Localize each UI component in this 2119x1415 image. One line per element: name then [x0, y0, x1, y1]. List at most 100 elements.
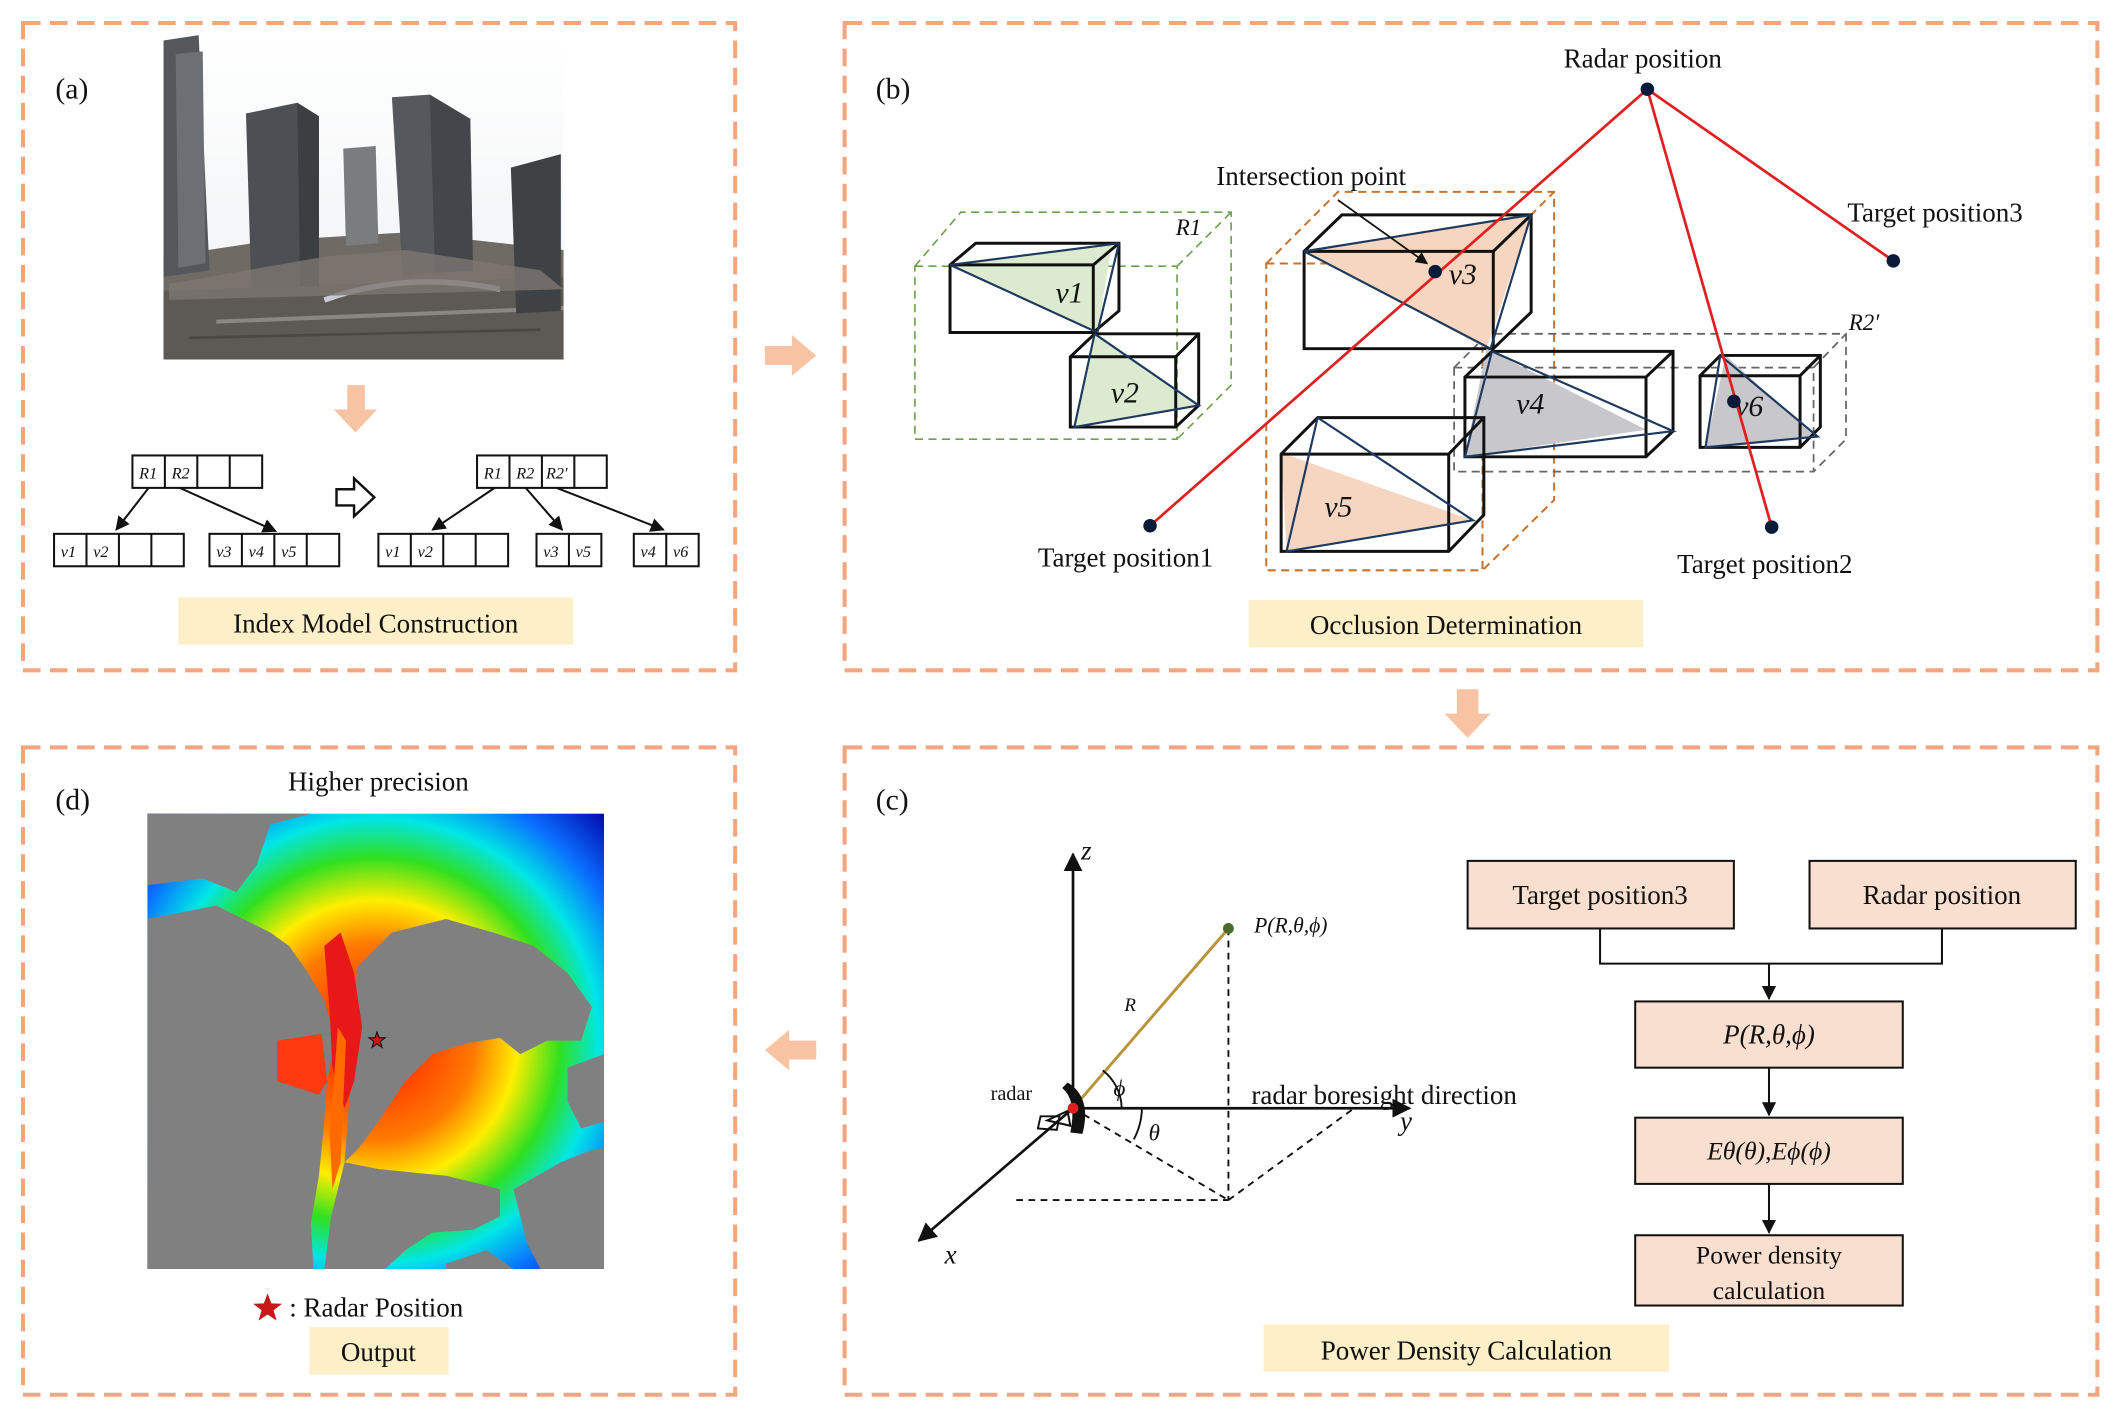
arrow-b-to-c — [1444, 689, 1491, 738]
label-v4: v4 — [1516, 389, 1544, 421]
phi-arc — [1102, 1069, 1123, 1109]
label-v2: v2 — [1111, 378, 1139, 410]
coverage-heatmap — [147, 813, 605, 1270]
index-tree-right: R1 R2 R2′ v1 v2 v3 v5 v4 v6 — [377, 454, 700, 568]
tree-right-root-r2prime: R2′ — [545, 464, 568, 482]
boresight-label: radar boresight direction — [1251, 1080, 1517, 1110]
caption-c-bg — [1263, 1324, 1669, 1372]
tree-left-leaf-v1: v1 — [61, 543, 76, 561]
flow-box-point-label: P(R,θ,ϕ) — [1722, 1019, 1815, 1049]
volume-v2 — [1068, 332, 1202, 429]
radar-antenna-icon — [1036, 1082, 1086, 1134]
ray-to-target3 — [1646, 88, 1895, 262]
output-title: Higher precision — [288, 767, 469, 797]
phi-label: ϕ — [1114, 1076, 1126, 1101]
flow-box-point — [1634, 1000, 1904, 1069]
region-r1-box — [914, 211, 1232, 441]
tree-left-leaf-v3: v3 — [216, 543, 231, 561]
coordinate-axes — [917, 852, 1412, 1242]
projection-lines — [1016, 928, 1355, 1202]
tree-left-root-r2: R2 — [171, 464, 190, 482]
intersection-point-label: Intersection point — [1216, 161, 1406, 191]
tree-left-leaf-v2: v2 — [93, 543, 108, 561]
flow-box-target3-label: Target position3 — [1512, 880, 1687, 910]
city-photo — [163, 35, 564, 360]
label-v6: v6 — [1735, 391, 1763, 423]
intersection-pointer — [1337, 199, 1429, 265]
caption-c: Power Density Calculation — [1321, 1336, 1613, 1366]
legend-radar-position: : Radar Position — [289, 1292, 464, 1322]
theta-arc — [1132, 1108, 1143, 1140]
label-v3: v3 — [1449, 259, 1477, 291]
radius-line — [1071, 927, 1230, 1110]
intersection-point-v6 — [1727, 394, 1741, 409]
volume-v1 — [948, 241, 1121, 334]
caption-a-bg — [178, 597, 573, 645]
tree-right-leaf-v6: v6 — [673, 543, 689, 561]
radar-star-marker — [367, 1030, 387, 1049]
target2-point — [1764, 520, 1779, 534]
region-r1-label: R1 — [1175, 215, 1202, 240]
flow-box-pattern — [1634, 1116, 1904, 1185]
panel-d-letter: (d) — [55, 785, 90, 817]
region-r2prime-label: R2′ — [1848, 310, 1881, 335]
flow-box-radar — [1808, 859, 2077, 930]
arrow-c-to-d — [764, 1029, 817, 1071]
tree-left-leaf-v5: v5 — [281, 543, 296, 561]
tree-right-root-r2: R2 — [515, 464, 534, 482]
tree-right-leaf-v2: v2 — [418, 543, 433, 561]
caption-b: Occlusion Determination — [1310, 610, 1583, 640]
tree-right-root-r1: R1 — [483, 464, 502, 482]
axis-x-label: x — [944, 1240, 957, 1270]
flow-box-power — [1634, 1234, 1904, 1307]
tree-left-leaf-v4: v4 — [249, 543, 264, 561]
flow-box-radar-label: Radar position — [1863, 880, 2022, 910]
flow-box-power-line2: calculation — [1713, 1276, 1826, 1305]
panel-b-letter: (b) — [876, 74, 911, 106]
caption-b-bg — [1248, 600, 1644, 648]
volume-v3 — [1302, 213, 1533, 351]
panel-a-border — [20, 20, 738, 673]
flow-box-power-line1: Power density — [1696, 1241, 1842, 1270]
caption-d-bg — [309, 1327, 449, 1375]
target3-point — [1886, 254, 1901, 268]
target1-point — [1143, 518, 1157, 533]
rays — [1149, 88, 1895, 528]
tree-left-root-r1: R1 — [138, 464, 157, 482]
photo-to-tree-arrow — [333, 385, 378, 433]
target1-label: Target position1 — [1038, 542, 1213, 572]
radius-label: R — [1123, 995, 1136, 1016]
tree-transform-arrow — [335, 475, 377, 520]
tree-right-leaf-v4: v4 — [641, 543, 656, 561]
target2-label: Target position2 — [1677, 549, 1852, 579]
volume-v6 — [1698, 353, 1822, 449]
tree-right-leaf-v3: v3 — [543, 543, 558, 561]
intersection-point — [1428, 264, 1442, 279]
tree-right-leaf-v1: v1 — [385, 543, 400, 561]
axis-y-label: y — [1397, 1106, 1412, 1136]
caption-a: Index Model Construction — [233, 608, 519, 638]
flowchart: Target position3 Radar position P(R,θ,ϕ)… — [1466, 859, 2077, 1307]
panel-c-border — [842, 745, 2100, 1397]
ray-to-target1 — [1149, 88, 1649, 527]
tree-right-leaf-v5: v5 — [576, 543, 591, 561]
volume-v5 — [1279, 416, 1486, 553]
panel-a-letter: (a) — [55, 74, 88, 106]
ray-to-target2 — [1646, 88, 1773, 528]
radar-label: radar — [991, 1083, 1033, 1105]
volume-v4 — [1463, 348, 1678, 459]
target3-label: Target position3 — [1847, 198, 2022, 228]
index-tree-left: R1 R2 v1 v2 v3 v4 v5 — [53, 454, 341, 568]
panel-b-border — [842, 20, 2100, 673]
radar-point — [1640, 82, 1655, 96]
flow-box-pattern-label: Eθ(θ),Eϕ(ϕ) — [1706, 1137, 1831, 1166]
axis-z-label: z — [1080, 836, 1092, 866]
flow-box-target3 — [1466, 859, 1735, 930]
point-p-label: P(R,θ,ϕ) — [1253, 914, 1327, 938]
radar-position-label: Radar position — [1564, 44, 1723, 74]
panel-c-letter: (c) — [876, 785, 909, 817]
theta-label: θ — [1149, 1121, 1160, 1146]
label-v5: v5 — [1324, 491, 1352, 523]
caption-d: Output — [341, 1337, 417, 1367]
